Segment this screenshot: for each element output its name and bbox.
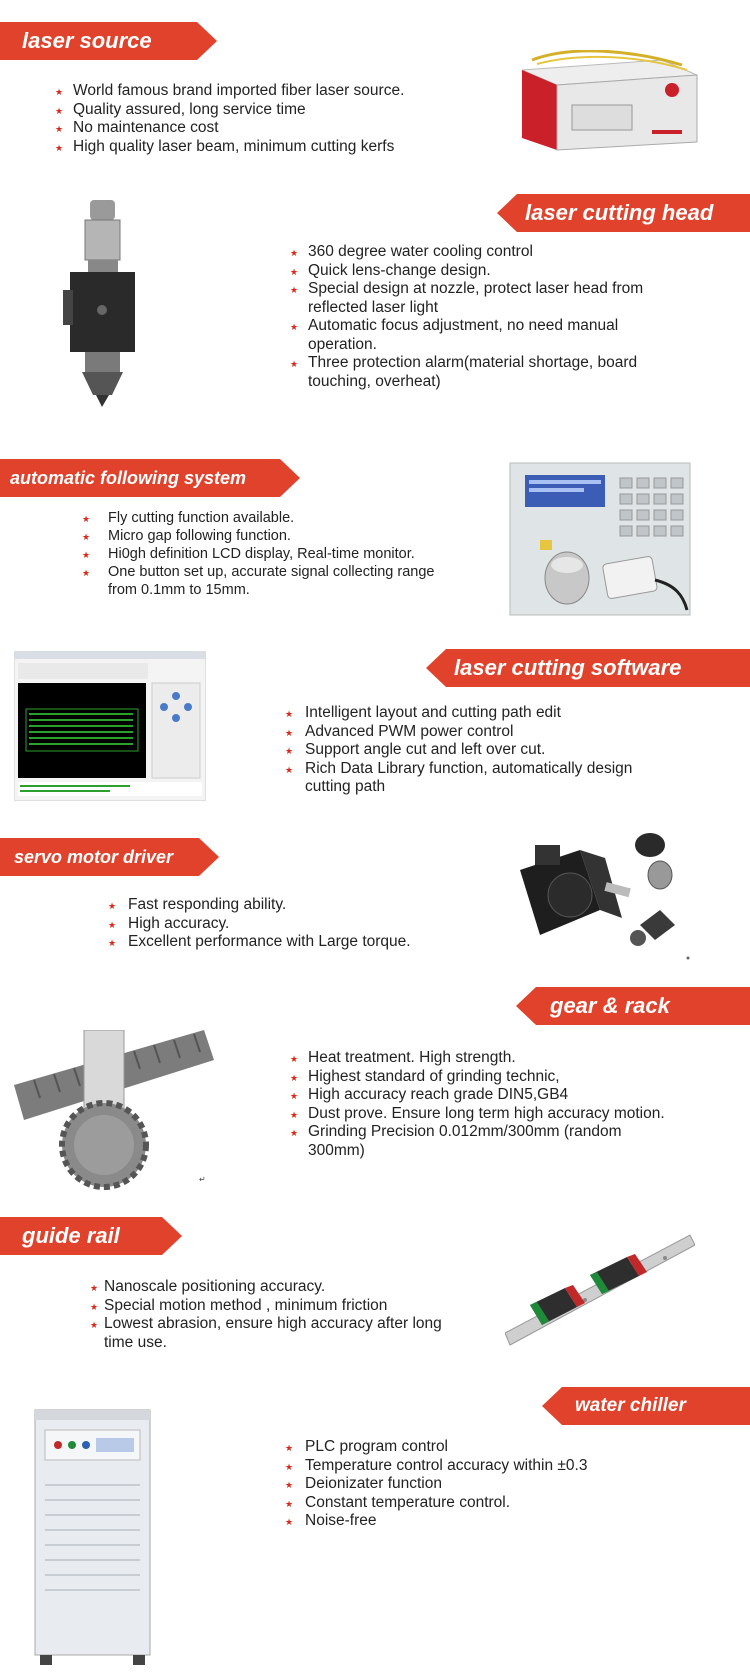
- list-item: Special motion method , minimum friction: [90, 1297, 460, 1316]
- feature-list-gear-rack: Heat treatment. High strength. Highest s…: [290, 1049, 670, 1160]
- list-item: Special design at nozzle, protect laser …: [290, 280, 670, 317]
- banner-title: laser source: [22, 28, 152, 53]
- list-item: Fly cutting function available.: [82, 509, 442, 528]
- controller-panel-image: [505, 460, 695, 620]
- svg-text:↵: ↵: [199, 1175, 206, 1184]
- section-banner-laser-source: laser source: [0, 22, 217, 60]
- list-item: Grinding Precision 0.012mm/300mm (random…: [290, 1123, 670, 1160]
- list-item: Lowest abrasion, ensure high accuracy af…: [90, 1315, 460, 1352]
- section-banner-laser-cutting-software: laser cutting software: [426, 649, 750, 687]
- list-item: Hi0gh definition LCD display, Real-time …: [82, 545, 442, 564]
- banner-title: laser cutting software: [454, 655, 682, 680]
- list-item: Fast responding ability.: [108, 896, 468, 915]
- feature-list-laser-cutting-head: 360 degree water cooling control Quick l…: [290, 243, 670, 391]
- list-item: Rich Data Library function, automaticall…: [285, 760, 675, 797]
- list-item: Excellent performance with Large torque.: [108, 933, 468, 952]
- laser-cutting-head-image: [60, 195, 145, 410]
- banner-title: water chiller: [575, 1395, 686, 1416]
- laser-source-image: [512, 49, 702, 155]
- list-item: Highest standard of grinding technic,: [290, 1068, 670, 1087]
- list-item: Advanced PWM power control: [285, 723, 675, 742]
- banner-title: laser cutting head: [525, 200, 714, 225]
- banner-title: gear & rack: [550, 993, 670, 1018]
- guide-rail-image: [504, 1225, 696, 1355]
- feature-list-automatic-following-system: Fly cutting function available. Micro ga…: [82, 509, 442, 599]
- list-item: Three protection alarm(material shortage…: [290, 354, 670, 391]
- feature-list-guide-rail: Nanoscale positioning accuracy. Special …: [90, 1278, 460, 1352]
- banner-title: servo motor driver: [14, 846, 174, 867]
- banner-title: guide rail: [22, 1223, 120, 1248]
- list-item: Automatic focus adjustment, no need manu…: [290, 317, 670, 354]
- list-item: World famous brand imported fiber laser …: [55, 82, 475, 101]
- list-item: Heat treatment. High strength.: [290, 1049, 670, 1068]
- section-banner-water-chiller: water chiller: [542, 1387, 750, 1425]
- list-item: 360 degree water cooling control: [290, 243, 670, 262]
- list-item: Constant temperature control.: [285, 1494, 665, 1513]
- section-banner-gear-rack: gear & rack: [516, 987, 750, 1025]
- list-item: Quality assured, long service time: [55, 101, 475, 120]
- feature-list-servo-motor-driver: Fast responding ability. High accuracy. …: [108, 896, 468, 952]
- list-item: High accuracy.: [108, 915, 468, 934]
- list-item: Support angle cut and left over cut.: [285, 741, 675, 760]
- list-item: High accuracy reach grade DIN5,GB4: [290, 1086, 670, 1105]
- list-item: High quality laser beam, minimum cutting…: [55, 138, 475, 157]
- list-item: Deionizater function: [285, 1475, 665, 1494]
- list-item: Dust prove. Ensure long term high accura…: [290, 1105, 670, 1124]
- banner-title: automatic following system: [10, 467, 247, 488]
- section-banner-laser-cutting-head: laser cutting head: [497, 194, 750, 232]
- list-item: Temperature control accuracy within ±0.3: [285, 1457, 665, 1476]
- list-item: Nanoscale positioning accuracy.: [90, 1278, 460, 1297]
- list-item: One button set up, accurate signal colle…: [82, 563, 442, 599]
- water-chiller-image: [30, 1405, 160, 1670]
- list-item: Intelligent layout and cutting path edit: [285, 704, 675, 723]
- list-item: No maintenance cost: [55, 119, 475, 138]
- list-item: PLC program control: [285, 1438, 665, 1457]
- list-item: Micro gap following function.: [82, 527, 442, 546]
- feature-list-laser-source: World famous brand imported fiber laser …: [55, 82, 475, 156]
- section-banner-guide-rail: guide rail: [0, 1217, 182, 1255]
- servo-motor-image: [510, 820, 700, 970]
- software-screenshot-image: [13, 650, 207, 802]
- section-banner-servo-motor-driver: servo motor driver: [0, 838, 219, 876]
- list-item: Noise-free: [285, 1512, 665, 1531]
- list-item: Quick lens-change design.: [290, 262, 670, 281]
- gear-rack-image: ↵: [14, 1029, 214, 1190]
- feature-list-water-chiller: PLC program control Temperature control …: [285, 1438, 665, 1531]
- section-banner-automatic-following-system: automatic following system: [0, 459, 300, 497]
- feature-list-laser-cutting-software: Intelligent layout and cutting path edit…: [285, 704, 675, 797]
